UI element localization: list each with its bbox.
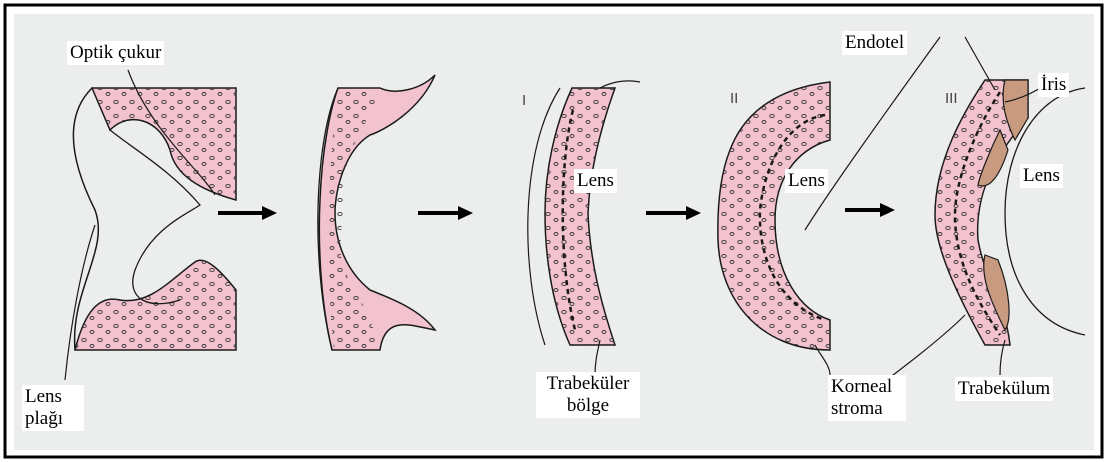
- label-iris: İris: [1038, 73, 1069, 97]
- stage-label-2: II: [730, 90, 738, 107]
- label-lens-stage1: Lens: [574, 169, 617, 193]
- label-korneal-stroma: Korneal stroma: [828, 375, 906, 421]
- label-lens-plagi-line2: plağı: [25, 408, 63, 429]
- label-lens-stage3: Lens: [1020, 164, 1063, 188]
- label-lens-stage2: Lens: [785, 169, 828, 193]
- label-optik-cukur: Optik çukur: [67, 41, 164, 65]
- label-lens-plagi-line1: Lens: [25, 386, 62, 407]
- label-korneal-line1: Korneal: [831, 376, 892, 397]
- label-trabekuler-bolge: Trabeküler bölge: [536, 372, 640, 418]
- stage-label-3: III: [945, 90, 958, 107]
- label-endotel: Endotel: [842, 31, 907, 55]
- label-korneal-line2: stroma: [831, 398, 883, 419]
- stage-label-1: I: [522, 92, 526, 109]
- label-trabekuler-line2: bölge: [567, 395, 609, 416]
- label-trabekuler-line1: Trabeküler: [547, 373, 630, 394]
- label-trabekulum: Trabekülum: [955, 377, 1053, 401]
- label-lens-plagi: Lens plağı: [22, 385, 84, 431]
